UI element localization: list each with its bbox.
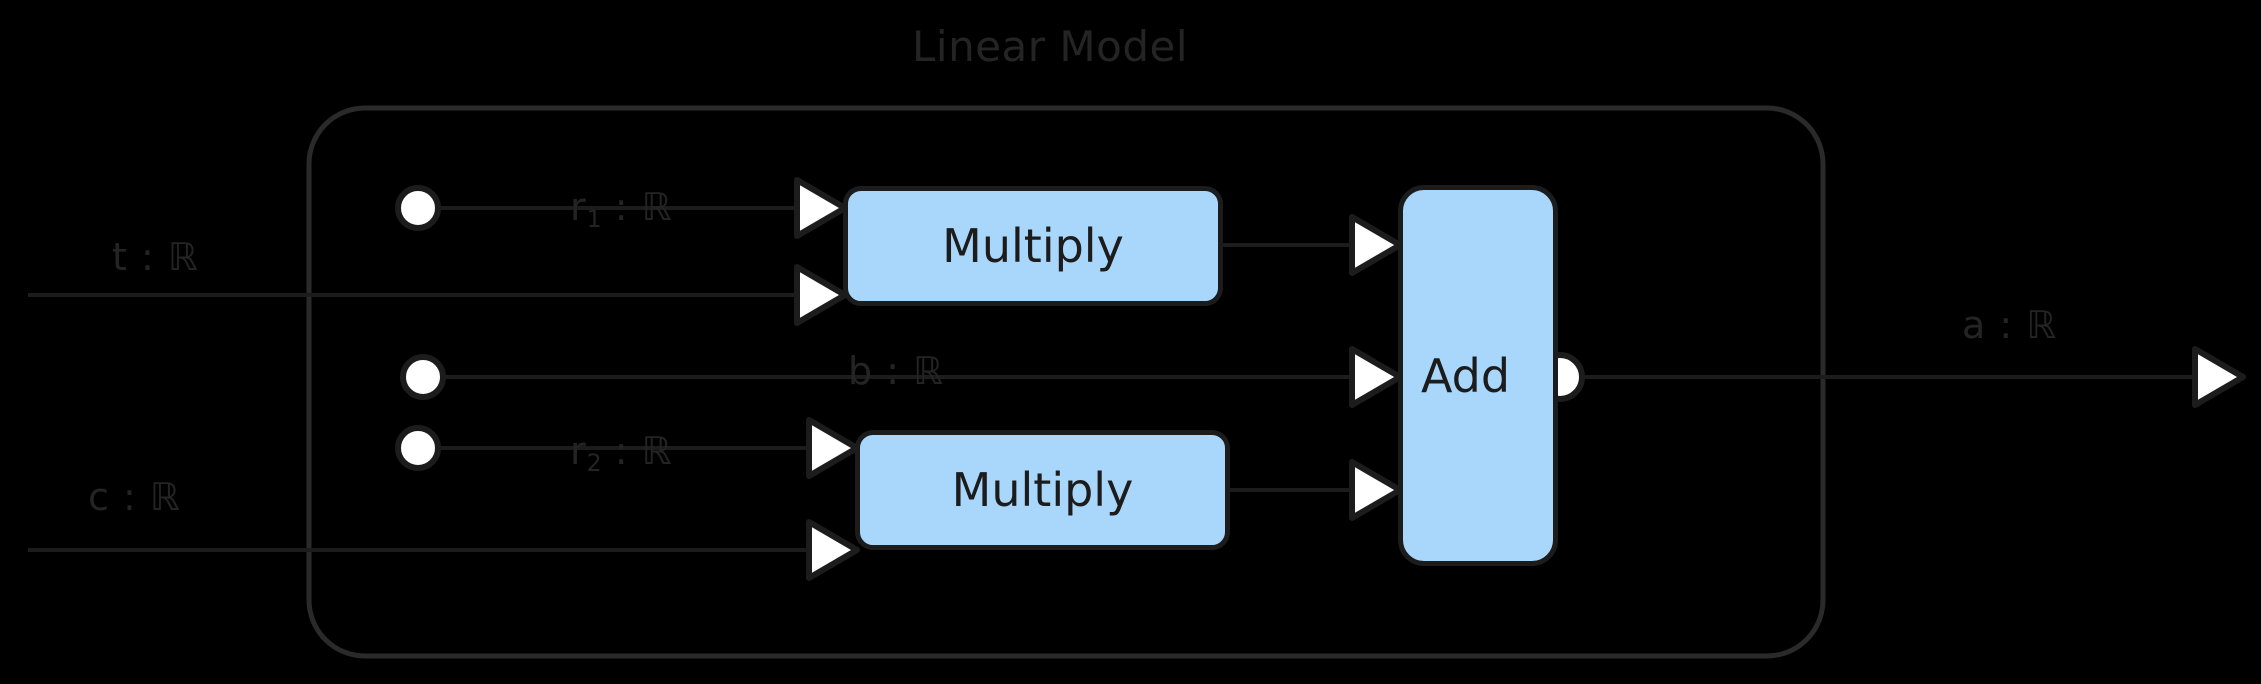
- arrowhead-multiply2-in0: [806, 417, 860, 479]
- param-subscript-r2: 2: [586, 449, 602, 478]
- arrowhead-multiply1-in0: [794, 177, 848, 239]
- param-suffix-b: : ℝ: [873, 349, 945, 393]
- arrowhead-output-a: [2192, 346, 2246, 408]
- param-label-b: b : ℝ: [848, 352, 944, 396]
- group-container-linear-model[interactable]: [306, 105, 1826, 659]
- port-r2[interactable]: [395, 425, 441, 471]
- param-suffix-r1: : ℝ: [601, 185, 673, 229]
- param-name-r1: r: [570, 185, 587, 229]
- input-label-c: c : ℝ: [88, 475, 181, 519]
- arrowhead-add-in1: [1349, 346, 1403, 408]
- node-multiply-1-label: Multiply: [942, 219, 1124, 273]
- arrowhead-add-in2: [1349, 459, 1403, 521]
- node-multiply-2-label: Multiply: [951, 463, 1134, 517]
- param-name-r2: r: [570, 429, 587, 473]
- input-label-t: t : ℝ: [112, 235, 199, 279]
- param-label-r1: r1 : ℝ: [570, 188, 673, 232]
- group-title-linear-model: Linear Model: [912, 22, 1188, 71]
- param-subscript-r1: 1: [586, 205, 602, 234]
- node-add-label: Add: [1421, 348, 1511, 403]
- output-label-a: a : ℝ: [1962, 303, 2058, 347]
- node-multiply-2[interactable]: Multiply: [855, 430, 1230, 550]
- arrowhead-multiply2-in1: [806, 519, 860, 581]
- node-add[interactable]: Add: [1398, 185, 1558, 566]
- port-r1[interactable]: [395, 185, 441, 231]
- param-suffix-r2: : ℝ: [601, 429, 673, 473]
- arrowhead-multiply1-in1: [794, 264, 848, 326]
- param-name-b: b: [848, 349, 874, 393]
- param-label-r2: r2 : ℝ: [570, 432, 673, 476]
- arrowhead-add-in0: [1349, 214, 1403, 276]
- port-b[interactable]: [400, 354, 446, 400]
- node-multiply-1[interactable]: Multiply: [843, 186, 1223, 306]
